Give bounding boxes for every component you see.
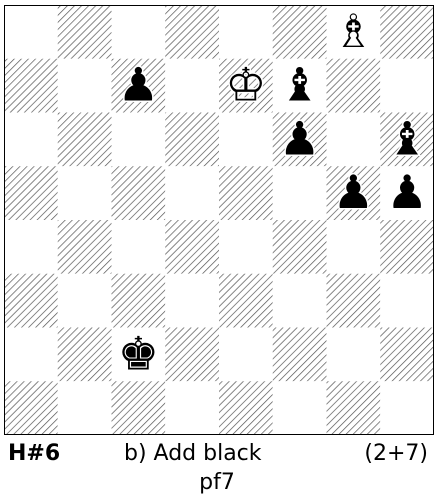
square-f4	[273, 220, 327, 274]
black-king-icon: ♚	[118, 326, 159, 380]
square-a7	[4, 59, 58, 113]
black-pawn-icon: ♟	[279, 111, 320, 165]
black-bishop-icon: ♝	[279, 58, 320, 112]
black-pawn-icon: ♟	[387, 165, 428, 219]
square-e5	[219, 166, 273, 220]
square-e6	[219, 113, 273, 167]
square-a6	[4, 113, 58, 167]
square-b5	[58, 166, 112, 220]
square-g4	[327, 220, 381, 274]
square-c3	[112, 274, 166, 328]
square-d1	[165, 381, 219, 435]
square-c8	[112, 5, 166, 59]
square-d5	[165, 166, 219, 220]
square-f2	[273, 328, 327, 382]
black-pawn-icon: ♟	[333, 165, 374, 219]
square-a3	[4, 274, 58, 328]
square-g2	[327, 328, 381, 382]
square-h4	[380, 220, 434, 274]
square-e3	[219, 274, 273, 328]
square-a5	[4, 166, 58, 220]
square-a4	[4, 220, 58, 274]
square-f5	[273, 166, 327, 220]
black-pawn-icon: ♟	[118, 58, 159, 112]
square-e8	[219, 5, 273, 59]
square-g1	[327, 381, 381, 435]
square-d3	[165, 274, 219, 328]
square-f1	[273, 381, 327, 435]
square-g6	[327, 113, 381, 167]
square-d8	[165, 5, 219, 59]
square-f3	[273, 274, 327, 328]
white-king-icon: ♔	[225, 58, 266, 112]
square-f8	[273, 5, 327, 59]
square-a1	[4, 381, 58, 435]
white-bishop-icon: ♗	[333, 5, 374, 58]
square-b2	[58, 328, 112, 382]
square-b4	[58, 220, 112, 274]
square-h3	[380, 274, 434, 328]
chess-board: ♗♗♔♔♙♟♗♝♙♟♗♝♙♟♙♟♔♚	[4, 5, 434, 435]
twin-instruction-continued: pf7	[0, 470, 434, 496]
square-c5	[112, 166, 166, 220]
square-h2	[380, 328, 434, 382]
square-d7	[165, 59, 219, 113]
twin-instruction: b) Add black	[124, 441, 262, 467]
square-e1	[219, 381, 273, 435]
square-g7	[327, 59, 381, 113]
square-b6	[58, 113, 112, 167]
square-h8	[380, 5, 434, 59]
square-b8	[58, 5, 112, 59]
square-e2	[219, 328, 273, 382]
square-b1	[58, 381, 112, 435]
square-c4	[112, 220, 166, 274]
square-c6	[112, 113, 166, 167]
black-bishop-icon: ♝	[387, 111, 428, 165]
square-g3	[327, 274, 381, 328]
square-d6	[165, 113, 219, 167]
square-a2	[4, 328, 58, 382]
piece-count: (2+7)	[364, 441, 428, 467]
square-h7	[380, 59, 434, 113]
square-b7	[58, 59, 112, 113]
square-c1	[112, 381, 166, 435]
chess-board-svg: ♗♗♔♔♙♟♗♝♙♟♗♝♙♟♙♟♔♚	[4, 5, 434, 435]
square-b3	[58, 274, 112, 328]
square-h1	[380, 381, 434, 435]
square-a8	[4, 5, 58, 59]
square-d2	[165, 328, 219, 382]
square-e4	[219, 220, 273, 274]
problem-type: H#6	[8, 441, 60, 467]
square-d4	[165, 220, 219, 274]
